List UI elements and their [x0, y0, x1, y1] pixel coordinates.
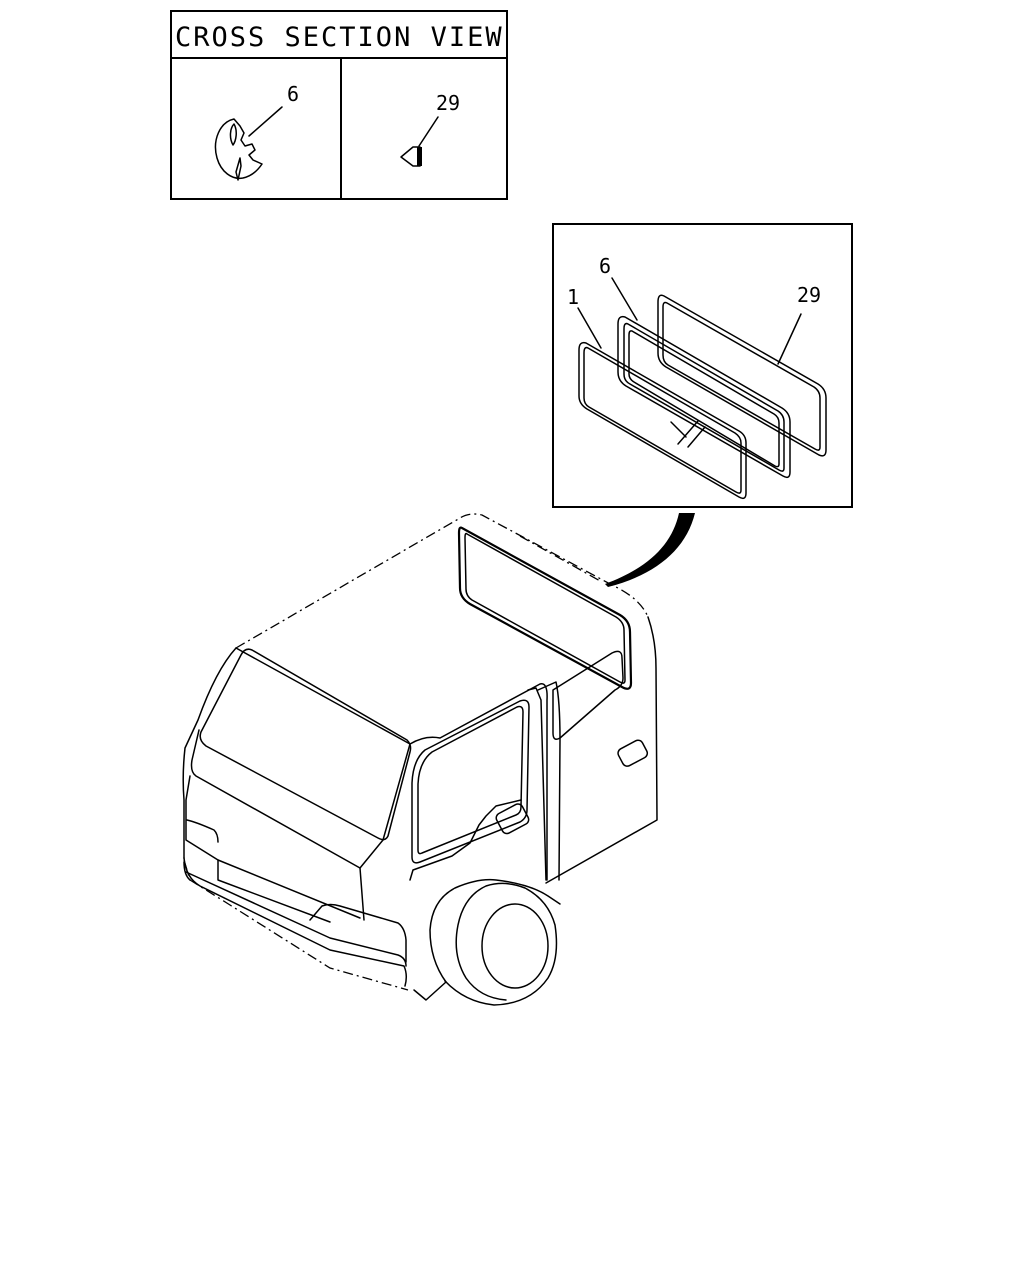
callout-leader-29-section: [418, 116, 439, 147]
weatherstrip-part-6: [617, 315, 791, 479]
cross-section-table: CROSS SECTION VIEW 6 29: [170, 10, 508, 200]
callout-6-section: 6: [287, 82, 299, 106]
callout-29-section: 29: [436, 91, 460, 115]
rear-window-seal: [457, 526, 633, 690]
callout-leader-6: [611, 277, 638, 321]
bumper-phantom-line: [183, 859, 409, 991]
front-wheel: [413, 878, 561, 1006]
detail-frame: [552, 223, 853, 508]
cross-section-frame: [170, 10, 508, 200]
callout-29: 29: [797, 283, 821, 307]
rear-door-handle: [617, 739, 649, 767]
windshield: [190, 648, 412, 869]
callout-leader-6-section: [248, 106, 283, 137]
rear-door-window: [552, 650, 624, 740]
front-door-window: [411, 699, 530, 864]
cross-section-title: CROSS SECTION VIEW: [175, 22, 504, 53]
roof-phantom-line: [235, 513, 649, 649]
callout-leader-1: [577, 307, 602, 349]
exploded-detail-box: 1 6 29: [552, 223, 853, 508]
detail-pointer: [605, 513, 695, 587]
seal-section-icon: [400, 146, 422, 167]
front-door-handle: [495, 803, 530, 835]
truck-cab-illustration: [182, 513, 658, 1006]
callout-1: 1: [567, 285, 579, 309]
callout-leader-29: [777, 313, 802, 365]
glass-part-1: [578, 341, 747, 500]
clip-section-icon: [214, 118, 263, 181]
seal-part-29: [657, 294, 827, 457]
callout-6: 6: [599, 254, 611, 278]
